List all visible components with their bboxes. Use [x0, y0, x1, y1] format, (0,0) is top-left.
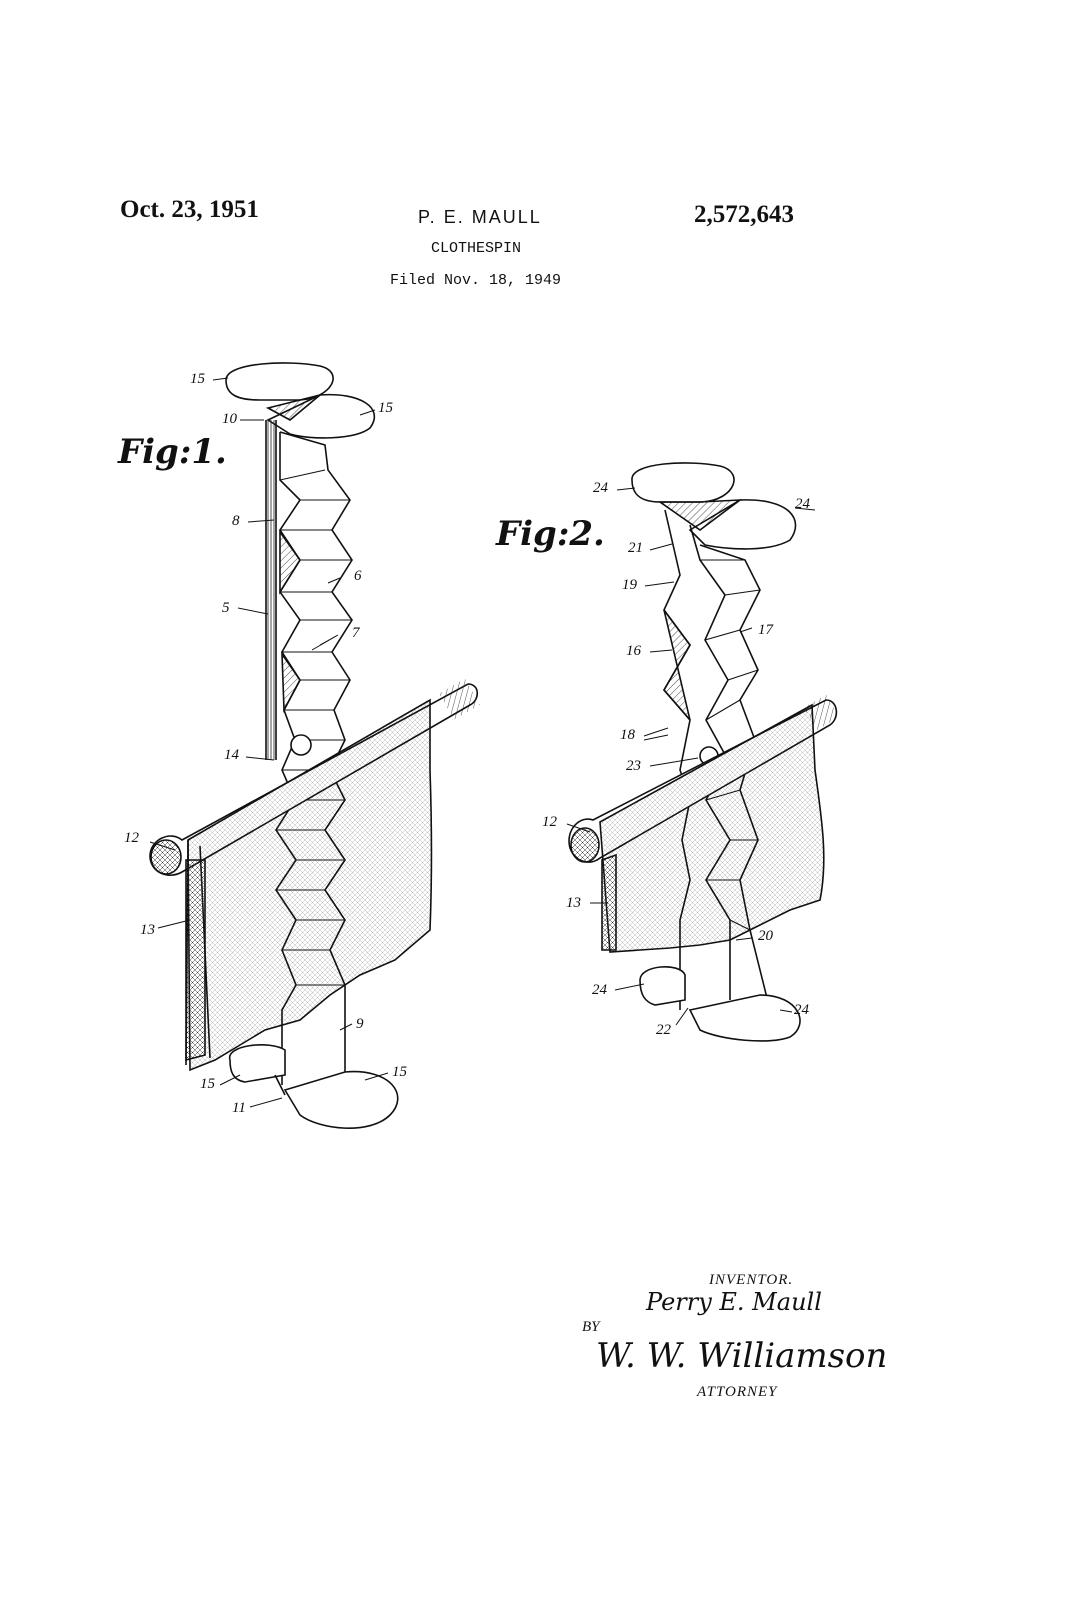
- filed-date: Filed Nov. 18, 1949: [390, 272, 562, 289]
- fig2-ref-24: 24: [592, 982, 607, 998]
- fig1-ref-15: 15: [392, 1064, 407, 1080]
- fig1-ref-15: 15: [190, 371, 205, 387]
- fig2-top-tab-front: [688, 499, 797, 550]
- figure-2-label: Fig:2.: [496, 514, 605, 554]
- inventor-name: P. E. MAULL: [418, 207, 542, 227]
- fig2-bottom-tab-front: [688, 994, 801, 1042]
- fig2-ref-22: 22: [656, 1022, 671, 1038]
- fig2-top-tab-rear: [631, 462, 735, 503]
- fig2-fabric: [599, 703, 825, 953]
- fig2-ref-24: 24: [593, 480, 608, 496]
- fig1-ref-9: 9: [356, 1016, 364, 1032]
- figure-2: [568, 462, 840, 1042]
- fig1-ref-15: 15: [200, 1076, 215, 1092]
- fig2-ref-17: 17: [758, 622, 773, 638]
- fig2-ref-16: 16: [626, 643, 641, 659]
- fig2-ref-20: 20: [758, 928, 773, 944]
- inventor-caption: INVENTOR.: [709, 1272, 794, 1288]
- fig2-ref-12: 12: [542, 814, 557, 830]
- fig1-ref-10: 10: [222, 411, 237, 427]
- invention-title: CLOTHESPIN: [431, 240, 522, 257]
- fig2-ref-13: 13: [566, 895, 581, 911]
- fig1-ref-8: 8: [232, 513, 240, 529]
- fig1-ref-5: 5: [222, 600, 230, 616]
- patent-number: 2,572,643: [694, 201, 794, 228]
- inventor-signature: Perry E. Maull: [646, 1288, 822, 1316]
- bottom-tab-front: [283, 1070, 399, 1129]
- fig2-ref-24: 24: [794, 1002, 809, 1018]
- fig1-ref-12: 12: [124, 830, 139, 846]
- fig2-ref-21: 21: [628, 540, 643, 556]
- attorney-caption: ATTORNEY: [697, 1384, 778, 1400]
- top-tab-rear: [225, 362, 334, 401]
- fig1-ref-14: 14: [224, 747, 239, 763]
- fig1-ref-15: 15: [378, 400, 393, 416]
- figure-1-label: Fig:1.: [118, 432, 227, 472]
- top-tab-front: [266, 393, 376, 439]
- fig2-ref-24: 24: [795, 496, 810, 512]
- bottom-tab-rear: [229, 1044, 286, 1083]
- fig2-bottom-tab-rear: [639, 965, 686, 1006]
- fig1-ref-7: 7: [352, 625, 360, 641]
- fig1-ref-11: 11: [232, 1100, 246, 1116]
- fig2-ref-19: 19: [622, 577, 637, 593]
- fig1-ref-13: 13: [140, 922, 155, 938]
- fabric: [187, 698, 433, 1072]
- fig1-ref-6: 6: [354, 568, 362, 584]
- pivot-14: [290, 734, 312, 756]
- attorney-signature: W. W. Williamson: [596, 1336, 888, 1376]
- patent-date: Oct. 23, 1951: [120, 196, 259, 223]
- by-label: BY: [582, 1319, 600, 1335]
- fig2-ref-18: 18: [620, 727, 635, 743]
- fig2-ref-23: 23: [626, 758, 641, 774]
- figure-1: [149, 362, 480, 1129]
